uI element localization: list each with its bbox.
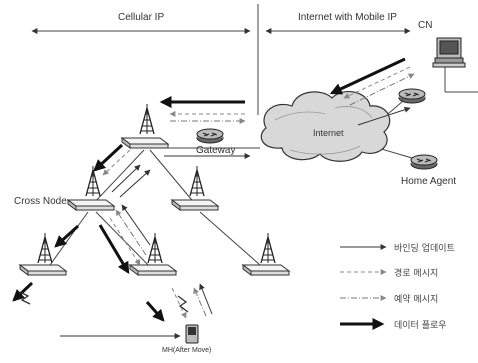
internet-region-label: Internet with Mobile IP (298, 12, 397, 23)
base-station-icon (242, 232, 290, 276)
legend-binding-update-label: 바인딩 업데이트 (394, 244, 455, 254)
binding-update-arrow (111, 164, 141, 193)
home-agent-router-icon (410, 154, 438, 170)
internet-label: Internet (313, 128, 344, 138)
cellular-region-label: Cellular IP (118, 12, 165, 23)
binding-update-arrow (199, 283, 213, 315)
legend-reservation-message-label: 예약 메시지 (394, 295, 439, 305)
base-station-icon (171, 165, 219, 211)
router-icon (398, 88, 426, 104)
mobile-host-icon (185, 324, 199, 344)
wireless-signal-icon (177, 295, 189, 313)
path-message-arrow (171, 287, 187, 319)
legend-data-flow-label: 데이터 플로우 (394, 321, 447, 331)
data-flow-arrow (98, 224, 130, 275)
binding-update-arrow (357, 106, 411, 126)
base-station-icon (19, 232, 67, 276)
wireless-signal-icon (19, 291, 31, 305)
data-flow-arrow (12, 281, 34, 302)
gateway-base-station-icon (121, 103, 169, 149)
reservation-message-arrow (349, 73, 415, 106)
mobile-host-label: MH(After Move) (162, 347, 212, 354)
path-message-arrow (109, 217, 141, 266)
legend-path-message-label: 경로 메시지 (394, 269, 439, 279)
cn-label: CN (418, 20, 433, 31)
gateway-router-icon (196, 128, 224, 144)
path-message-arrow (102, 149, 131, 176)
data-flow-arrow (329, 57, 406, 95)
data-flow-arrow (54, 224, 80, 248)
internet-cloud (260, 90, 391, 162)
cn-computer-icon (432, 37, 466, 68)
reservation-message-arrow (115, 209, 147, 256)
binding-update-arrow (121, 204, 151, 246)
data-flow-arrow (93, 143, 124, 172)
cross-node-label: Cross Node (14, 196, 67, 207)
binding-update-arrow (119, 169, 151, 198)
gateway-label: Gateway (196, 145, 236, 156)
home-agent-label: Home Agent (401, 176, 457, 187)
path-message-arrow (343, 66, 411, 99)
data-flow-arrow (145, 301, 165, 322)
reservation-message-arrow (193, 287, 207, 317)
cross-node-base-station-icon (67, 165, 115, 211)
